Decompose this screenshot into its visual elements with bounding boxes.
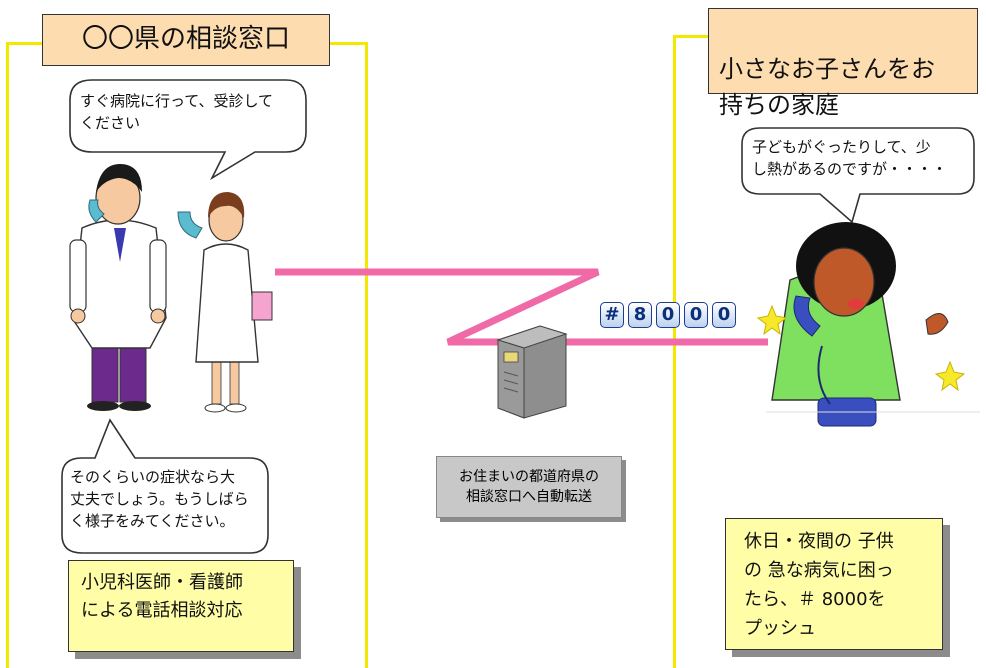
doctor-speech-bubble xyxy=(69,79,307,181)
left-bracket-top-left xyxy=(6,42,44,45)
left-title: 〇〇県の相談窓口 xyxy=(81,24,290,54)
right-bracket-left-edge xyxy=(673,35,676,668)
reassure-speech-bubble xyxy=(61,418,269,554)
parent-illustration xyxy=(766,222,980,427)
key-0: 0 xyxy=(656,302,680,328)
right-note: 休日・夜間の 子供 の 急な病気に困っ たら、＃ 8000を プッシュ xyxy=(725,518,943,650)
right-title: 小さなお子さんをお 持ちの家庭 xyxy=(719,55,935,119)
left-bracket-right-edge xyxy=(365,42,368,668)
left-bracket-top-right xyxy=(330,42,368,45)
key-0: 0 xyxy=(712,302,736,328)
connection-line xyxy=(275,268,768,346)
doctor-speech-text: すぐ病院に行って、受診して ください xyxy=(80,92,274,132)
dial-keypad: # 8 0 0 0 xyxy=(600,302,736,328)
key-8: 8 xyxy=(628,302,652,328)
parent-speech-bubble xyxy=(741,127,975,224)
reassure-speech-text: そのくらいの症状なら大 丈夫でしょう。もうしばら く様子をみてください。 xyxy=(70,468,249,530)
doctor-illustration xyxy=(69,164,167,411)
key-0: 0 xyxy=(684,302,708,328)
left-note: 小児科医師・看護師 による電話相談対応 xyxy=(68,560,294,652)
server-illustration xyxy=(496,325,568,419)
left-title-box: 〇〇県の相談窓口 xyxy=(42,14,330,66)
nurse-illustration xyxy=(177,192,273,413)
right-bracket-top xyxy=(673,35,709,38)
right-title-box: 小さなお子さんをお 持ちの家庭 xyxy=(708,8,978,119)
key-hash: # xyxy=(600,302,624,328)
star-icon xyxy=(756,304,788,336)
parent-speech-text: 子どもがぐったりして、少 し熱があるのですが・・・・ xyxy=(752,138,948,178)
left-bracket-left-edge xyxy=(6,42,9,668)
auto-transfer-label: お住まいの都道府県の 相談窓口へ自動転送 xyxy=(436,456,622,518)
star-icon xyxy=(934,360,966,392)
